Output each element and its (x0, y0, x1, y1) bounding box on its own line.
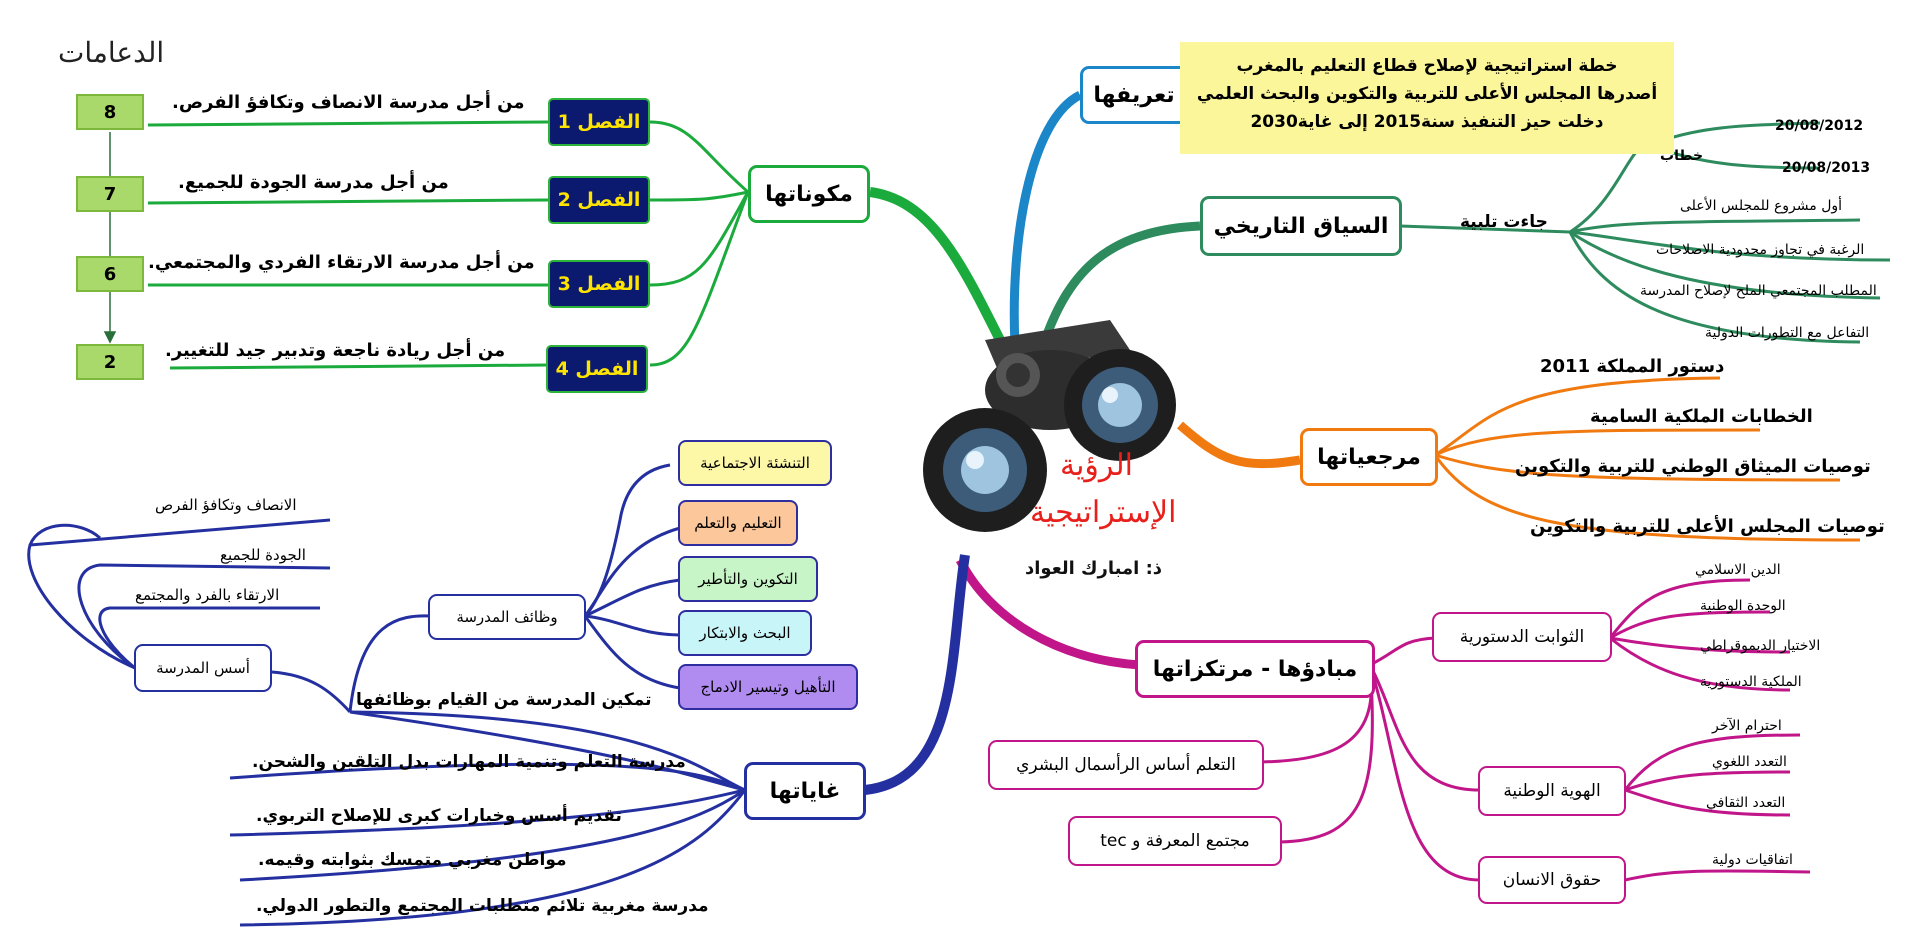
support-number-2: 7 (76, 176, 144, 212)
center-title-line1: الرؤية (1060, 448, 1133, 483)
constitutional-item-1: الدين الاسلامي (1695, 562, 1781, 578)
history-item-1: أول مشروع للمجلس الأعلى (1680, 198, 1843, 214)
reference-item-4: توصيات المجلس الأعلى للتربية والتكوين (1530, 516, 1885, 537)
identity-item-2: التعدد اللغوي (1712, 754, 1787, 770)
binoculars-icon (923, 320, 1176, 532)
supports-arrows (103, 132, 117, 344)
support-number-1: 8 (76, 94, 144, 130)
goals-branches (27, 463, 970, 927)
branch-center-goals (864, 554, 970, 795)
reference-item-3: توصيات الميثاق الوطني للتربية والتكوين (1515, 456, 1871, 477)
goals-item-1: مدرسة التعلم وتنمية المهارات بدل التلقين… (252, 752, 686, 772)
learning-node[interactable]: التعلم أساس الرأسمال البشري (988, 740, 1264, 790)
history-item-4: التفاعل مع التطورات الدولية (1705, 325, 1870, 341)
history-date-2: 20/08/2013 (1782, 160, 1871, 176)
reference-item-2: الخطابات الملكية السامية (1590, 406, 1813, 427)
school-foundations-node[interactable]: أسس المدرسة (134, 644, 272, 692)
school-functions-node[interactable]: وظائف المدرسة (428, 594, 586, 640)
references-node[interactable]: مرجعياتها (1300, 428, 1438, 486)
identity-node[interactable]: الهوية الوطنية (1478, 766, 1626, 816)
chapter-4[interactable]: الفصل 4 (546, 345, 648, 393)
function-qualification[interactable]: التأهيل وتيسير الادماج (678, 664, 858, 710)
branch-center-history (1040, 221, 1201, 342)
definition-node[interactable]: تعريفها (1080, 66, 1188, 124)
chapter-2-text: من أجل مدرسة الجودة للجميع. (178, 172, 449, 193)
history-sub: جاءت تلبية (1460, 212, 1548, 232)
foundation-item-2: الجودة للجميع (220, 546, 306, 564)
definition-line-3: دخلت حيز التنفيذ سنة2015 إلى غاية2030 (1250, 112, 1604, 132)
constitutional-item-3: الاختيار الديموقراطي (1700, 638, 1821, 654)
identity-item-3: التعدد الثقافي (1706, 795, 1786, 811)
support-number-4: 2 (76, 344, 144, 380)
foundation-item-3: الارتقاء بالفرد والمجتمع (135, 586, 280, 604)
definition-box: خطة استراتيجية لإصلاح قطاع التعليم بالمغ… (1180, 42, 1674, 154)
constitutional-item-4: الملكية الدستورية (1700, 674, 1802, 690)
foundation-item-1: الانصاف وتكافؤ الفرص (155, 496, 297, 514)
supports-heading: الدعامات (58, 36, 165, 69)
principles-node[interactable]: مبادؤها - مرتكزاتها (1135, 640, 1375, 698)
chapter-2[interactable]: الفصل 2 (548, 176, 650, 224)
reference-item-1: دستور المملكة 2011 (1540, 356, 1725, 377)
history-date-1: 20/08/2012 (1775, 118, 1864, 134)
chapter-3-text: من أجل مدرسة الارتقاء الفردي والمجتمعي. (148, 252, 535, 273)
support-number-3: 6 (76, 256, 144, 292)
chapter-3[interactable]: الفصل 3 (548, 260, 650, 308)
chapter-1-text: من أجل مدرسة الانصاف وتكافؤ الفرص. (172, 92, 525, 113)
function-training[interactable]: التكوين والتأطير (678, 556, 818, 602)
definition-line-1: خطة استراتيجية لإصلاح قطاع التعليم بالمغ… (1236, 56, 1618, 76)
identity-item-1: احترام الآخر (1712, 718, 1782, 734)
branch-center-references (1177, 421, 1301, 469)
goals-enable: تمكين المدرسة من القيام بوظائفها (356, 690, 652, 710)
history-branches (1040, 121, 1891, 344)
branch-center-definition (1009, 90, 1083, 346)
constitutional-item-2: الوحدة الوطنية (1700, 598, 1786, 614)
branch-center-principles (955, 557, 1141, 670)
goals-item-3: مواطن مغربي متمسك بثوابته وقيمه. (258, 850, 567, 870)
components-node[interactable]: مكوناتها (748, 165, 870, 223)
goals-node[interactable]: غاياتها (744, 762, 866, 820)
branch-center-components (869, 187, 1005, 343)
history-item-3: المطلب المجتمعي الملح لإصلاح المدرسة (1640, 283, 1877, 299)
history-node[interactable]: السياق التاريخي (1200, 196, 1402, 256)
chapter-4-text: من أجل ريادة ناجعة وتدبير جيد للتغيير. (165, 340, 506, 361)
history-speech: خطاب (1660, 148, 1704, 164)
knowledge-node[interactable]: مجتمع المعرفة و tec (1068, 816, 1282, 866)
function-research[interactable]: البحث والابتكار (678, 610, 812, 656)
constitutional-node[interactable]: الثوابت الدستورية (1432, 612, 1612, 662)
components-branches (147, 120, 1005, 370)
rights-node[interactable]: حقوق الانسان (1478, 856, 1626, 904)
references-branches (1177, 376, 1861, 542)
history-item-2: الرغبة في تجاوز محدودية الاصلاحات (1656, 242, 1865, 258)
goals-item-4: مدرسة مغربية تلائم متطلبات المجتمع والتط… (256, 896, 709, 916)
function-socialization[interactable]: التنشئة الاجتماعية (678, 440, 832, 486)
definition-line-2: أصدرها المجلس الأعلى للتربية والتكوين وا… (1196, 84, 1658, 104)
center-title-line2: الإستراتيجية (1030, 495, 1177, 530)
rights-item-1: اتفاقيات دولية (1712, 852, 1793, 868)
author-label: ذ: امبارك العواد (1025, 558, 1163, 579)
chapter-1[interactable]: الفصل 1 (548, 98, 650, 146)
principles-branches (955, 557, 1811, 882)
function-teaching[interactable]: التعليم والتعلم (678, 500, 798, 546)
goals-item-2: تقديم أسس وخيارات كبرى للإصلاح التربوي. (256, 806, 622, 826)
